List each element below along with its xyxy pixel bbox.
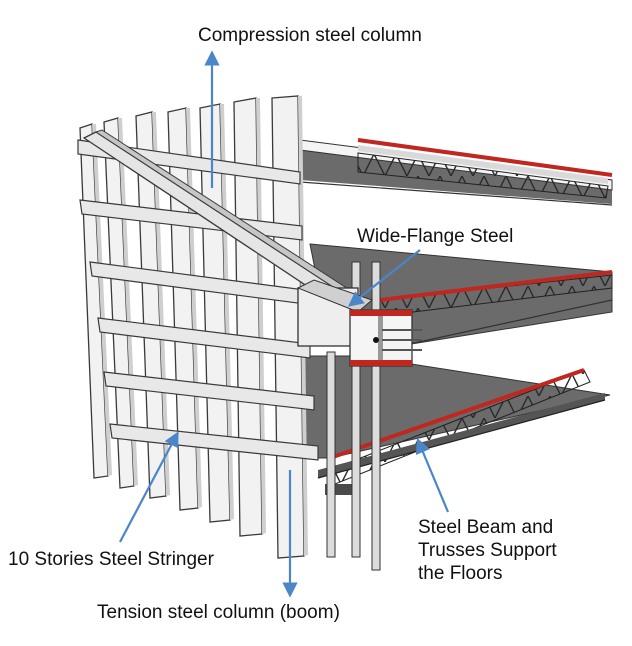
label-stringer: 10 Stories Steel Stringer (8, 549, 214, 570)
label-compression-column: Compression steel column (198, 25, 422, 46)
label-wide-flange: Wide-Flange Steel (357, 226, 514, 247)
arrow-beam-trusses (415, 437, 450, 513)
arrow-wide-flange (347, 249, 421, 307)
arrow-stringer (119, 431, 179, 543)
callout-arrows (119, 50, 450, 598)
floor-top (299, 138, 613, 206)
label-tension-column: Tension steel column (boom) (97, 602, 340, 623)
label-beam-trusses: Steel Beam and Trusses Support the Floor… (418, 517, 557, 584)
floor-bottom (299, 355, 611, 495)
